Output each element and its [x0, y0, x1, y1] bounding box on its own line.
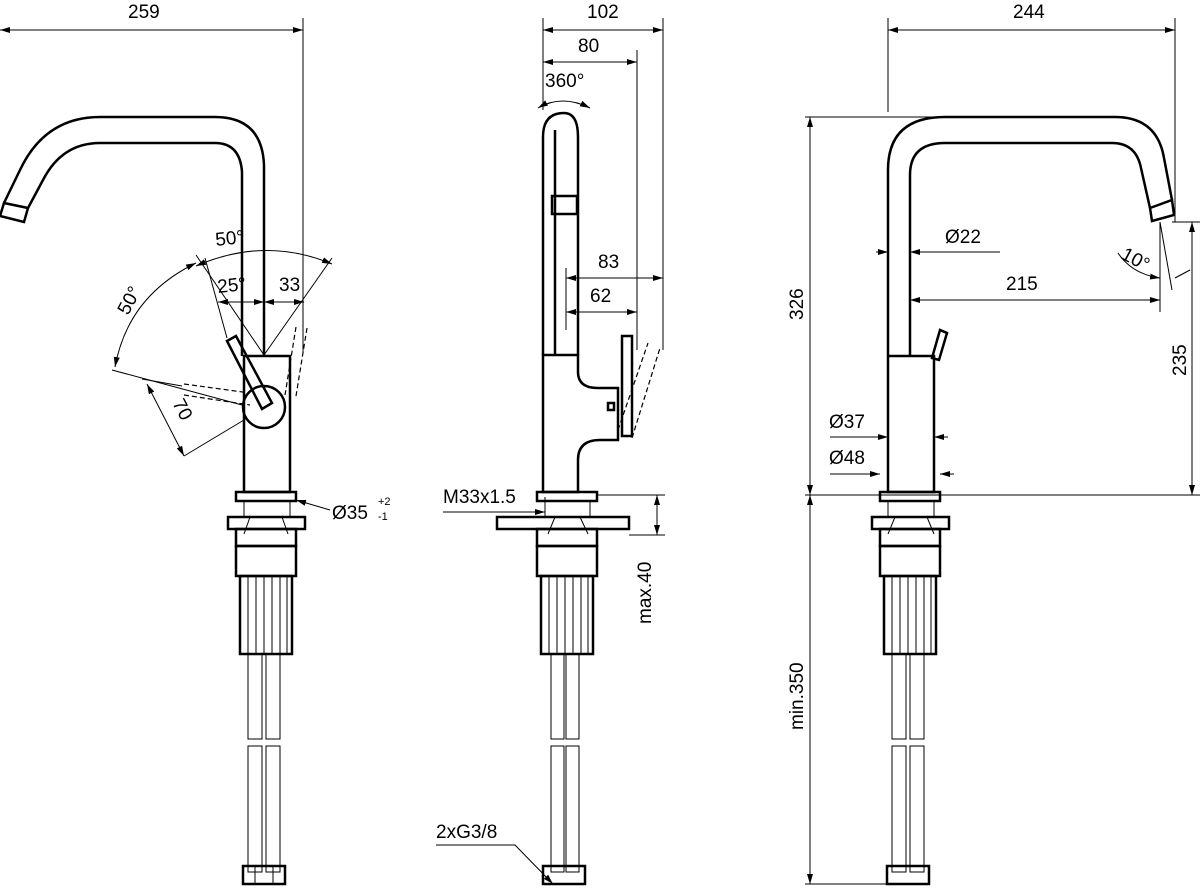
right-outlet-height: 235 — [1170, 344, 1191, 376]
side-spout — [541, 111, 580, 355]
front-swing-angle-top: 50° — [214, 227, 245, 251]
side-depth-dim: 102 — [587, 2, 619, 23]
front-view: 259 50° 50° 25° 33 70 Ø35 +2 -1 — [0, 2, 391, 886]
front-lever-length: 70 — [168, 395, 196, 424]
right-hose-length: min.350 — [787, 662, 808, 730]
side-body — [541, 353, 620, 494]
side-dim-83: 83 — [598, 252, 619, 273]
side-dim-62: 62 — [590, 286, 611, 307]
right-outlet-angle: 10° — [1118, 244, 1153, 276]
side-rotation: 360° — [545, 71, 584, 92]
right-total-height: 326 — [787, 288, 808, 320]
side-lever — [620, 334, 634, 438]
side-view: 360° 102 80 83 62 — [436, 2, 665, 886]
side-connections: 2xG3/8 — [436, 822, 497, 843]
front-base-tol-plus: +2 — [378, 496, 391, 508]
spout — [2, 115, 266, 356]
right-body-diameter: Ø37 — [829, 412, 865, 433]
side-thread: M33x1.5 — [443, 487, 516, 508]
right-spout — [886, 115, 1174, 355]
right-view: 244 326 min.350 235 Ø22 215 10° Ø37 — [787, 2, 1200, 886]
front-swing-angle-left: 50° — [114, 283, 146, 318]
front-lever-offset: 33 — [279, 275, 300, 296]
right-pipe-diameter: Ø22 — [945, 227, 981, 248]
side-spout-depth: 80 — [578, 36, 599, 57]
right-reach: 215 — [1006, 274, 1038, 295]
right-width-dim: 244 — [1013, 2, 1045, 23]
lever-handle — [225, 334, 274, 411]
right-flange-diameter: Ø48 — [829, 448, 865, 469]
front-lever-angle: 25° — [216, 274, 247, 298]
right-body — [886, 354, 936, 494]
front-base-diameter: Ø35 — [332, 503, 368, 524]
front-width-dim: 259 — [128, 2, 160, 23]
front-base-tol-minus: -1 — [378, 511, 388, 523]
side-max-thickness: max.40 — [635, 562, 656, 624]
